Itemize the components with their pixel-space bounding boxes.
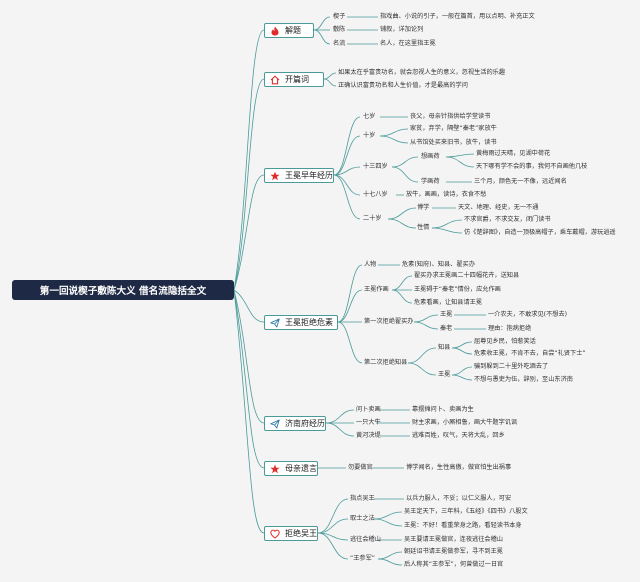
node-key: 取士之法: [350, 515, 375, 522]
star-icon: [270, 464, 280, 474]
fire-icon: [271, 26, 279, 36]
node-text: 如果太在乎富贵功名，就会忽视人生的意义，忽视生活的乐趣: [338, 69, 506, 76]
node-value: 博学闻名，生性高傲，做官怕生出祸事: [406, 464, 512, 471]
root-topic[interactable]: 第一回说楔子敷陈大义 借名流隐括全文: [12, 280, 234, 300]
node-key: 博学: [417, 204, 430, 211]
node-key: 勿要做官: [348, 464, 373, 471]
node-value: 丧父，母亲针指供给学堂读书: [410, 113, 491, 120]
star-icon: [270, 171, 280, 181]
node-value: 翟买办求王冕画二十四幅花卉，送知县: [414, 272, 520, 279]
node-key: 王冕作画: [364, 286, 389, 293]
node-key: 人物: [364, 261, 377, 268]
node-key: 十三四岁: [363, 163, 388, 170]
branch-early-life[interactable]: 王冕早年经历: [264, 168, 334, 183]
node-key: 名流: [333, 40, 346, 47]
node-key: 知县: [438, 344, 451, 351]
branch-label: 解题: [285, 26, 301, 35]
node-value: 财主求画，小厮相鲁，画大牛题字讥讽: [412, 419, 518, 426]
branch-refuse-wu-wang[interactable]: 拒绝吴王: [264, 526, 318, 541]
node-value: 放牛，画画，读诗，衣食不愁: [406, 191, 487, 198]
node-text: 正确认识富贵功名和人生价值，才是最高的学问: [338, 82, 468, 89]
edge-root-b2: [233, 78, 265, 291]
heart-icon: [270, 529, 280, 539]
branch-jieti[interactable]: 解题: [264, 23, 314, 38]
branch-kaipianci[interactable]: 开篇词: [264, 72, 324, 87]
node-value: 三个月，颜色无一不像，远近闻名: [474, 178, 567, 185]
branch-label: 拒绝吴王: [285, 529, 317, 538]
node-key: 指点吴王: [350, 495, 375, 502]
node-value: 王冕：不好！看重荣身之路，看轻读书本身: [404, 522, 522, 529]
branch-refuse-wei-su[interactable]: 王冕拒绝危素: [264, 315, 338, 330]
node-key: “王参军”: [350, 555, 375, 562]
node-value: 吴王要请王冕做官，连夜逃往会稽山: [404, 536, 503, 543]
node-key: 王冕: [440, 311, 453, 318]
edge-root-b1: [233, 29, 265, 291]
node-value: 危素看画，让知县请王冕: [414, 299, 483, 306]
node-key: 问卜卖画: [356, 406, 381, 413]
edge-root-b6: [233, 289, 265, 469]
node-key: 逃往会稽山: [350, 536, 381, 543]
node-key: 性情: [417, 224, 430, 231]
branch-label: 母亲遗言: [285, 464, 317, 473]
node-key: 学画荷: [421, 178, 440, 185]
branch-jinan[interactable]: 济南府经历: [264, 416, 326, 431]
home-icon: [270, 75, 280, 85]
node-value: 天文、地理、经史，无一不通: [458, 204, 539, 211]
edge-root-b4: [233, 289, 265, 323]
node-key: 想画荷: [421, 153, 440, 160]
node-value: 骗到躲到二十里外吃酒去了: [474, 363, 549, 370]
branch-label: 济南府经历: [285, 419, 325, 428]
node-value: 逃难百姓，叹气，天将大乱，回乡: [412, 432, 505, 439]
node-value: 理由：抱病拒绝: [488, 325, 532, 332]
node-value: 天下哪有学不会的事，我何不自画他几枝: [476, 163, 588, 170]
node-key: 十七八岁: [363, 191, 388, 198]
node-key: 黄河决堤: [356, 432, 381, 439]
edge-root-b7: [233, 289, 265, 534]
node-value: 危素(知府)、知县、翟买办: [402, 261, 475, 268]
node-value: 仿《楚辞图》，自造一顶极高帽子，乘车戴帽，游玩逍遥: [464, 229, 616, 236]
node-value: 王冕碍于“秦老”情份，应允作画: [414, 286, 501, 293]
branch-mother-will[interactable]: 母亲遗言: [264, 461, 318, 476]
node-value: 吴王定天下，三年科，《五经》《四书》八股文: [404, 508, 528, 515]
node-key: 七岁: [363, 113, 376, 120]
node-value: 靠摆摊问卜、卖画为生: [412, 406, 474, 413]
node-value: 危素收王冕，不肯不去，自尝“礼贤下士”: [474, 350, 586, 357]
node-value: 名人，在这里指王冕: [380, 40, 436, 47]
node-value: 屈尊见乡民，怕惹笑话: [474, 338, 536, 345]
node-value: 家贫，弃学，隔壁“秦老”家放牛: [410, 125, 497, 132]
send-icon: [270, 419, 280, 429]
branch-label: 王冕早年经历: [285, 171, 333, 180]
edge-root-b5: [233, 289, 265, 424]
node-key: 一只大牛: [356, 419, 381, 426]
node-value: 不求官爵，不求交友，闭门读书: [464, 216, 551, 223]
node-value: 朝廷诏书请王冕做参军，寻不到王冕: [404, 548, 503, 555]
node-value: 一介农夫，不敢求见(不想去): [488, 311, 568, 318]
edge-root-b3: [233, 174, 265, 291]
node-key: 楔子: [333, 13, 346, 20]
node-value: 以兵力服人，不妥；以仁义服人，可安: [406, 495, 512, 502]
node-key: 十岁: [363, 132, 376, 139]
node-key: 敷陈: [333, 26, 346, 33]
branch-label: 王冕拒绝危素: [285, 318, 333, 327]
node-value: 从书馆处买来旧书，放牛，读书: [410, 139, 497, 146]
node-key: 第二次拒绝知县: [364, 359, 408, 366]
send-icon: [270, 318, 280, 328]
node-value: 铺叙，详加论列: [380, 26, 424, 33]
branch-label: 开篇词: [285, 75, 309, 84]
node-value: 黄梅雨过天晴，见湖中荷花: [476, 150, 551, 157]
node-key: 秦老: [440, 325, 453, 332]
node-key: 王冕: [438, 371, 451, 378]
node-value: 后人称其“王参军”，何曾做过一日官: [404, 561, 504, 568]
node-key: 第一次拒绝翟买办: [364, 318, 414, 325]
node-value: 不想与愚吏为伍，辞别，至山东济南: [474, 376, 573, 383]
node-value: 指戏曲、小说的引子，一般在篇首，用以点明、补充正文: [380, 13, 535, 20]
node-key: 二十岁: [363, 215, 382, 222]
